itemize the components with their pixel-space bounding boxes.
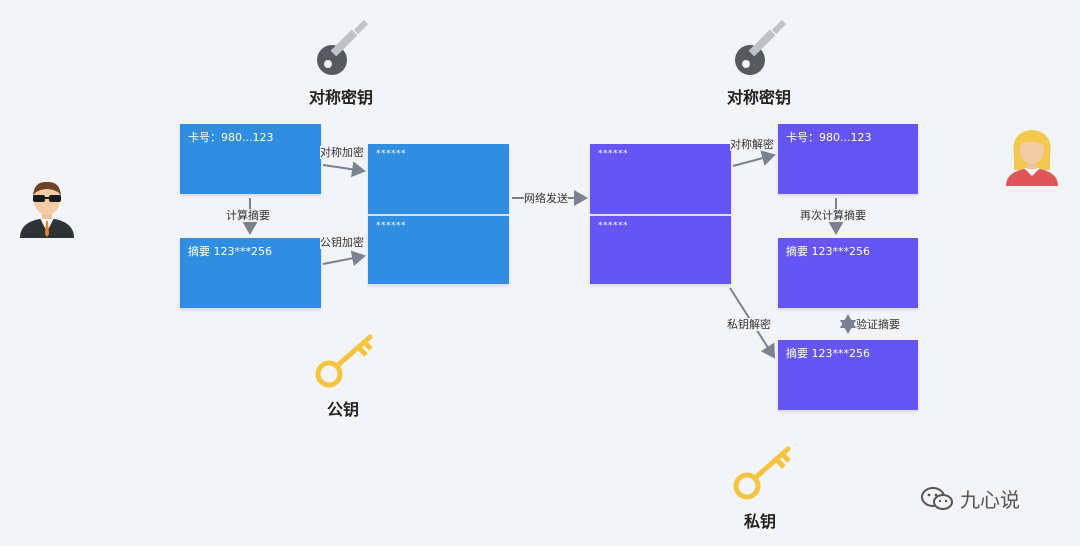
arrow-sym-encrypt [322,161,366,178]
gold-key-icon [733,446,791,500]
gold-key-icon [315,334,373,388]
arrow-sym-decrypt [732,150,776,167]
label-network-send: 网络发送 [524,192,568,205]
label-private-key: 私钥 [744,512,777,531]
box-encrypted-data: ****** [368,144,509,214]
box-received-data: ****** [590,144,731,214]
watermark-text: 九心说 [960,488,1020,512]
label-sym-key-left: 对称密钥 [309,88,374,107]
wechat-icon [921,486,953,510]
box-digest-left: 摘要 123***256 [180,238,321,308]
box-card-right: 卡号：980...123 [778,124,918,194]
label-public-key: 公钥 [327,400,360,419]
box-digest-right-1: 摘要 123***256 [778,238,918,308]
sender-avatar-icon [20,181,74,238]
label-sym-decrypt: 对称解密 [730,138,774,151]
receiver-avatar-icon [1006,130,1058,186]
label-sym-encrypt: 对称加密 [320,146,364,159]
label-pubkey-encrypt: 公钥加密 [320,236,364,249]
box-card-left: 卡号：980...123 [180,124,321,194]
box-received-digest: ****** [590,216,731,284]
arrow-pubkey-encrypt [322,250,366,267]
label-sym-key-right: 对称密钥 [727,88,792,107]
box-encrypted-digest: ****** [368,216,509,284]
label-compute-digest: 计算摘要 [226,209,270,222]
gray-key-icon [317,19,369,75]
label-verify-digest: 验证摘要 [856,318,900,331]
label-recompute-digest: 再次计算摘要 [800,209,866,222]
label-privkey-decrypt: 私钥解密 [727,318,771,331]
gray-key-icon [735,19,787,75]
box-digest-right-2: 摘要 123***256 [778,340,918,410]
watermark: 九心说 [920,484,1020,513]
